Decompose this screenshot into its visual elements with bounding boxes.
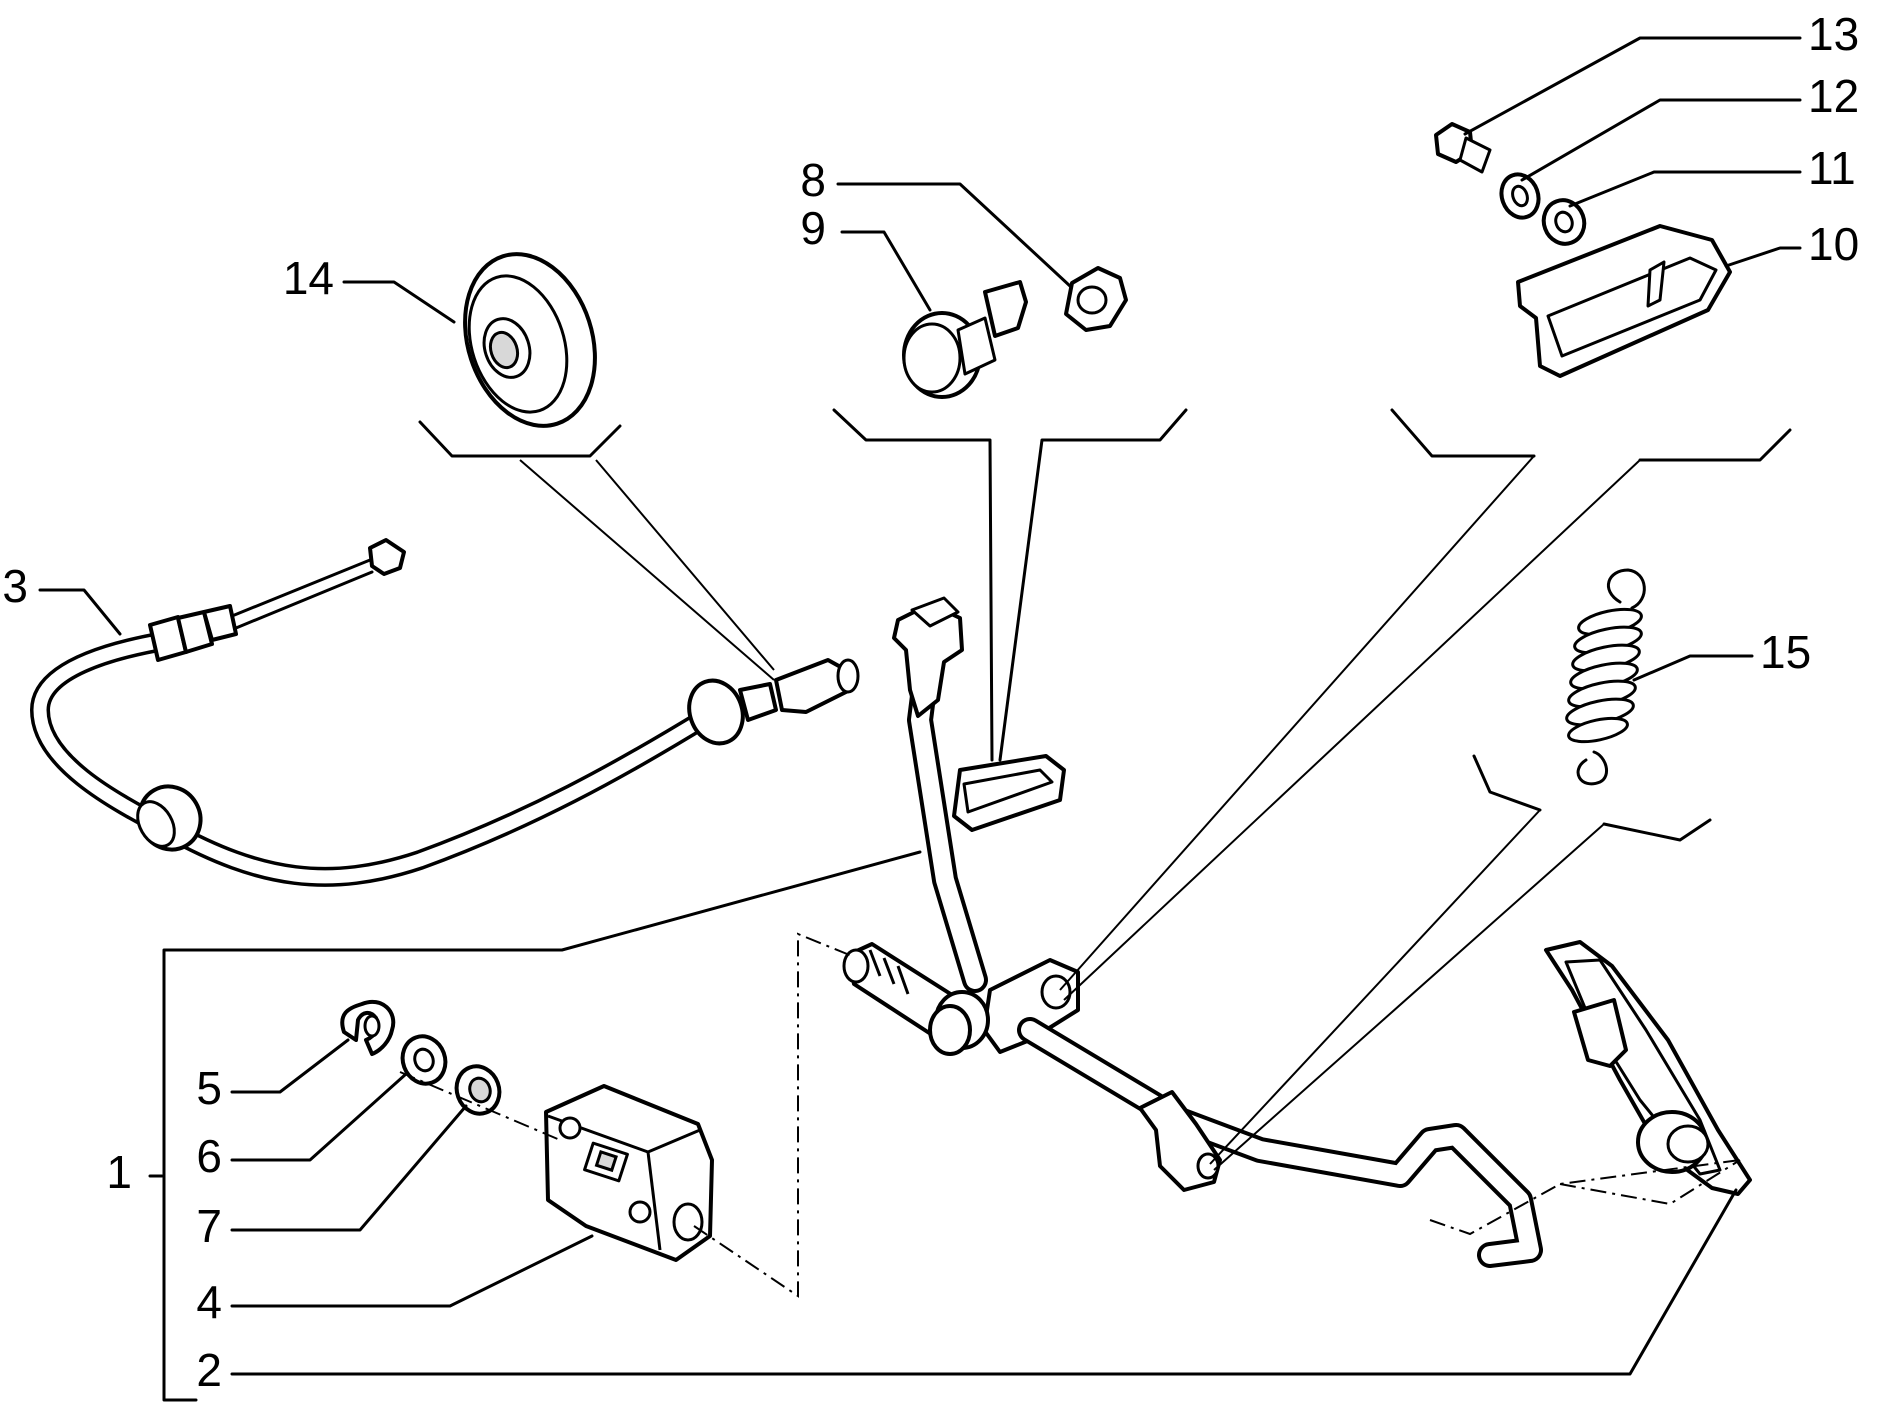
label-13: 13: [1808, 8, 1859, 60]
label-14: 14: [283, 252, 334, 304]
part-labels: 13 12 11 10 8 9 14 3 15 1 5 6 7 4 2: [2, 8, 1859, 1396]
pedal-assembly: [842, 596, 1543, 1268]
label-11: 11: [1808, 142, 1856, 194]
part-10-pad-cover: [1516, 224, 1732, 378]
part-12-spring-washer: [1499, 172, 1541, 220]
part-4-support-block: [544, 1084, 714, 1262]
label-12: 12: [1808, 70, 1859, 122]
label-15: 15: [1760, 626, 1811, 678]
part-8-nut: [1064, 266, 1128, 332]
label-4: 4: [196, 1276, 222, 1328]
leader-lines: [38, 36, 1802, 1402]
part-14-pulley: [463, 252, 597, 428]
part-6-washer: [400, 1034, 448, 1086]
part-2-pedal-pad: [1544, 940, 1752, 1196]
part-15-spring: [1565, 568, 1646, 786]
label-8: 8: [800, 154, 826, 206]
label-6: 6: [196, 1130, 222, 1182]
label-2: 2: [196, 1344, 222, 1396]
part-5-circlip: [340, 1000, 396, 1056]
part-3-cable: [30, 538, 860, 887]
label-3: 3: [2, 560, 28, 612]
label-7: 7: [196, 1200, 222, 1252]
label-9: 9: [800, 202, 826, 254]
part-13-bolt: [1434, 122, 1492, 174]
label-5: 5: [196, 1062, 222, 1114]
label-1: 1: [106, 1146, 132, 1198]
label-10: 10: [1808, 218, 1859, 270]
part-11-washer: [1541, 198, 1587, 246]
part-9-knurled-screw: [902, 280, 1028, 399]
part-7-bush: [454, 1064, 502, 1116]
